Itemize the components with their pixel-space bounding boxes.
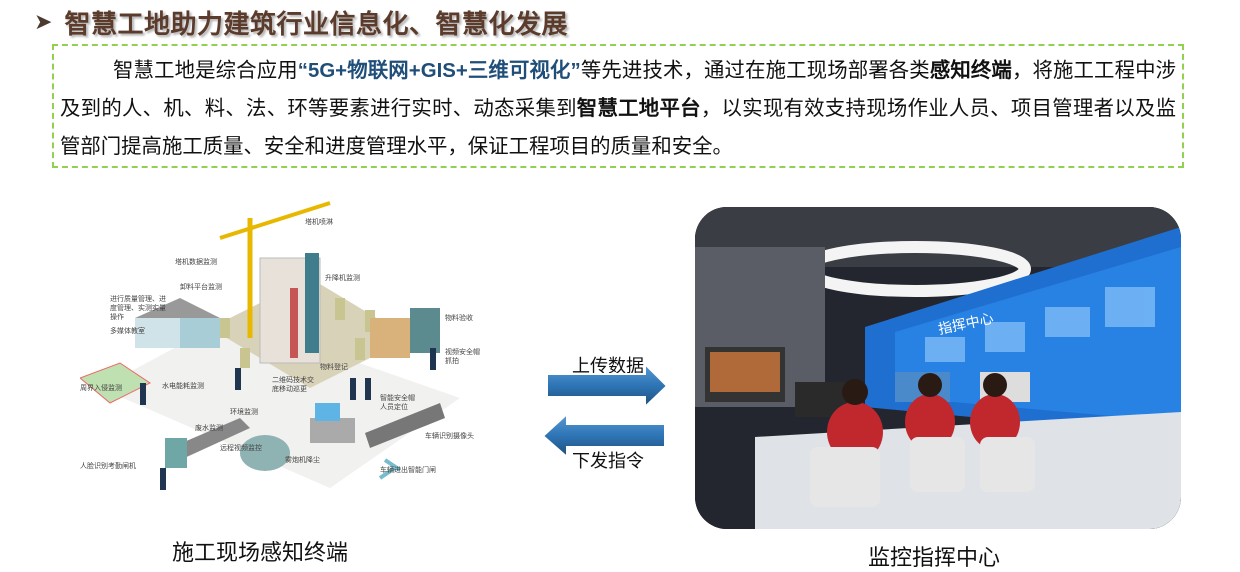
section-title-text: 智慧工地助力建筑行业信息化、智慧化发展 — [64, 8, 568, 39]
illus-label: 远程视频监控 — [220, 445, 262, 452]
illus-label: 塔机数据监测 — [175, 259, 217, 266]
illus-label: 废水监测 — [195, 425, 223, 432]
site-caption: 施工现场感知终端 — [172, 540, 349, 565]
site-illustration: 塔机喷淋 塔机数据监测 升降机监测 卸料平台监测 进行质量管理、进度管理、实测实… — [79, 198, 495, 503]
illus-label: 多媒体教室 — [110, 328, 145, 335]
illus-label: 物料登记 — [320, 364, 348, 371]
intro-text: ，将施工工程中涉及到的人、机、料、法、环等要素进行实时、动态采集到 — [60, 60, 1177, 120]
intro-text: 智慧工地是综合应用 — [113, 60, 298, 82]
illus-label: 水电能耗监测 — [162, 383, 204, 390]
illus-label: 智能安全帽人员定位 — [380, 395, 415, 411]
illus-label: 卸料平台监测 — [180, 284, 222, 291]
illus-label: 环境监测 — [230, 409, 258, 416]
illus-label: 升降机监测 — [325, 275, 360, 282]
illus-label: 雾炮机降尘 — [285, 457, 320, 464]
quote-close: ” — [570, 60, 581, 82]
bold-platform: 智慧工地平台 — [576, 98, 701, 120]
quote-open: “ — [297, 60, 308, 82]
left-arrow-icon — [541, 411, 666, 460]
intro-paragraph: 智慧工地是综合应用“5G+物联网+GIS+三维可视化”等先进技术，通过在施工现场… — [60, 52, 1176, 166]
intro-text: ，以实现有效支持现场作业人员、项目管理者以及监管部门提高施工质量、安全和进度管理… — [60, 98, 1176, 158]
right-arrow-icon — [546, 361, 669, 410]
illus-label: 塔机喷淋 — [305, 219, 333, 226]
bold-terminals: 感知终端 — [929, 60, 1012, 82]
arrow-bullet-icon: ➤ — [34, 9, 53, 34]
tech-highlight: 5G+物联网+GIS+三维可视化 — [307, 60, 571, 82]
illus-label: 车辆识别摄像头 — [425, 433, 474, 440]
command-label: 下发指令 — [572, 451, 644, 471]
illus-label: 进行质量管理、进度管理、实测实量操作 — [110, 296, 166, 321]
upload-label: 上传数据 — [572, 356, 644, 376]
data-flow: 上传数据 下发指令 — [535, 345, 675, 471]
command-center-photo: 指挥中心 — [695, 207, 1181, 529]
illus-label: 二维码技术交底移动巡更 — [272, 377, 314, 393]
intro-text: 等先进技术，通过在施工现场部署各类 — [580, 60, 930, 82]
construction-site-image — [79, 201, 460, 490]
section-title: ➤ 智慧工地助力建筑行业信息化、智慧化发展 — [34, 2, 568, 42]
illus-label: 周界入侵监测 — [80, 385, 122, 392]
flow-arrows — [541, 361, 669, 460]
illus-label: 车辆进出智能门闸 — [380, 467, 436, 474]
illus-label: 人脸识别考勤闸机 — [80, 463, 136, 470]
photo-caption: 监控指挥中心 — [868, 545, 1001, 570]
intro-box: 智慧工地是综合应用“5G+物联网+GIS+三维可视化”等先进技术，通过在施工现场… — [52, 44, 1184, 168]
illus-label: 物料验收 — [445, 315, 473, 322]
illus-label: 视频安全帽抓拍 — [445, 349, 480, 365]
